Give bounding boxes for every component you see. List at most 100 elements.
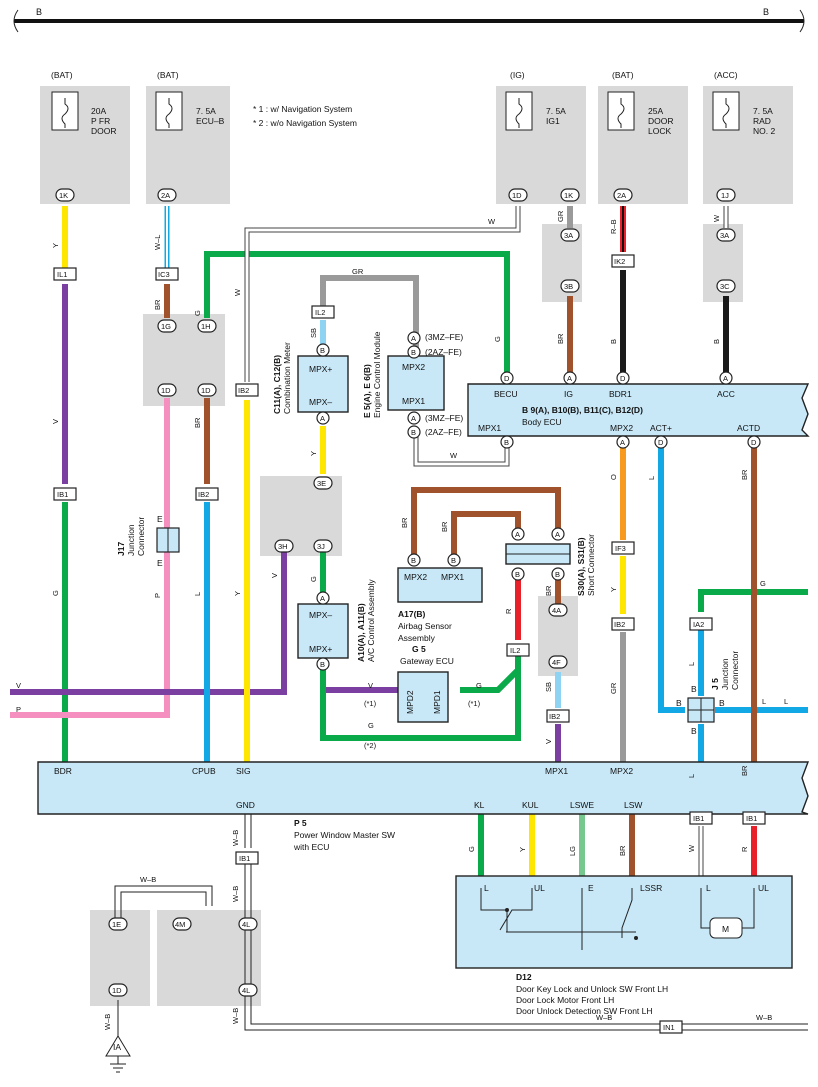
svg-text:G: G <box>493 336 502 342</box>
svg-text:MPX1: MPX1 <box>441 572 464 582</box>
bus-label-left: B <box>36 7 42 17</box>
svg-text:Y: Y <box>609 587 618 592</box>
svg-text:IC3: IC3 <box>158 270 170 279</box>
svg-text:BR: BR <box>400 517 409 528</box>
svg-text:D: D <box>658 438 664 447</box>
svg-text:B: B <box>411 556 416 565</box>
svg-text:A: A <box>411 414 416 423</box>
svg-text:W: W <box>712 214 721 222</box>
svg-text:Door Key Lock and Unlock SW Fr: Door Key Lock and Unlock SW Front LH <box>516 984 668 994</box>
svg-text:Connector: Connector <box>730 651 740 690</box>
legend-note-1: * 1 : w/ Navigation System <box>253 104 352 114</box>
svg-text:Combination Meter: Combination Meter <box>282 342 292 414</box>
svg-text:(2AZ–FE): (2AZ–FE) <box>425 347 462 357</box>
svg-text:KL: KL <box>474 800 485 810</box>
svg-text:P: P <box>153 593 162 598</box>
power-window-master-switch: BDR CPUB SIG MPX1 MPX2 KL KUL LSWE LSW G… <box>37 761 810 852</box>
svg-text:Body ECU: Body ECU <box>522 417 562 427</box>
svg-text:Y: Y <box>51 243 60 248</box>
svg-text:E: E <box>157 514 163 524</box>
svg-text:Power Window Master SW: Power Window Master SW <box>294 830 395 840</box>
svg-text:J 5: J 5 <box>710 678 720 690</box>
svg-text:IB1: IB1 <box>239 854 250 863</box>
svg-text:LSW: LSW <box>624 800 642 810</box>
svg-text:G: G <box>760 579 766 588</box>
svg-text:BR: BR <box>544 585 553 596</box>
svg-text:DOOR: DOOR <box>648 116 674 126</box>
svg-text:A: A <box>723 374 728 383</box>
svg-text:B: B <box>609 339 618 344</box>
svg-text:BDR: BDR <box>54 766 72 776</box>
svg-text:LOCK: LOCK <box>648 126 671 136</box>
svg-text:MPD1: MPD1 <box>432 690 442 714</box>
svg-text:P 5: P 5 <box>294 818 307 828</box>
svg-text:LSSR: LSSR <box>640 883 662 893</box>
svg-text:A: A <box>555 530 560 539</box>
top-bus-line: B B <box>13 7 805 33</box>
svg-text:(3MZ–FE): (3MZ–FE) <box>425 413 463 423</box>
svg-text:4L: 4L <box>242 920 250 929</box>
svg-text:3C: 3C <box>720 282 730 291</box>
svg-text:D: D <box>504 374 510 383</box>
svg-text:Gateway ECU: Gateway ECU <box>400 656 454 666</box>
svg-text:L: L <box>193 592 202 596</box>
svg-text:W–B: W–B <box>103 1014 112 1030</box>
fuse-rad-no2: (ACC) 7. 5A RAD NO. 2 <box>703 70 793 204</box>
svg-text:IB1: IB1 <box>693 814 704 823</box>
svg-text:SIG: SIG <box>236 766 251 776</box>
svg-text:A10(A), A11(B): A10(A), A11(B) <box>356 603 366 662</box>
svg-text:7. 5A: 7. 5A <box>196 106 216 116</box>
svg-text:B: B <box>555 570 560 579</box>
svg-text:GND: GND <box>236 800 255 810</box>
svg-text:BDR1: BDR1 <box>609 389 632 399</box>
ground-label: IA <box>113 1042 121 1052</box>
svg-text:BR: BR <box>740 765 749 776</box>
svg-text:A: A <box>567 374 572 383</box>
svg-text:ECU–B: ECU–B <box>196 116 225 126</box>
svg-text:A: A <box>620 438 625 447</box>
svg-text:L: L <box>484 883 489 893</box>
svg-text:Door Unlock Detection SW Fron: Door Unlock Detection SW Front LH <box>516 1006 653 1016</box>
svg-text:MPX2: MPX2 <box>404 572 427 582</box>
svg-text:S30(A), S31(B): S30(A), S31(B) <box>576 537 586 596</box>
svg-text:W–B: W–B <box>231 1008 240 1024</box>
svg-text:MPX2: MPX2 <box>610 423 633 433</box>
svg-text:IF3: IF3 <box>615 544 626 553</box>
svg-text:W–B: W–B <box>596 1013 612 1022</box>
svg-text:20A: 20A <box>91 106 106 116</box>
svg-text:L: L <box>784 697 788 706</box>
svg-text:A: A <box>320 594 325 603</box>
svg-text:BECU: BECU <box>494 389 518 399</box>
svg-text:RAD: RAD <box>753 116 771 126</box>
body-ecu: BECU IG BDR1 ACC B 9(A), B10(B), B11(C),… <box>467 383 810 437</box>
svg-text:Connector: Connector <box>136 517 146 556</box>
svg-text:(BAT): (BAT) <box>612 70 634 80</box>
svg-text:4A: 4A <box>552 606 561 615</box>
svg-text:B: B <box>411 428 416 437</box>
svg-text:1K: 1K <box>59 191 68 200</box>
svg-text:MPD2: MPD2 <box>405 690 415 714</box>
svg-text:MPX–: MPX– <box>309 610 332 620</box>
svg-text:1G: 1G <box>161 322 171 331</box>
svg-text:ACC: ACC <box>717 389 735 399</box>
ac-control-assembly: MPX– MPX+ A10(A), A11(B) A/C Control Ass… <box>297 579 376 662</box>
junction-connector-j5: B B B B J 5 Junction Connector <box>676 651 740 736</box>
svg-text:BR: BR <box>193 417 202 428</box>
svg-text:Engine Control Module: Engine Control Module <box>372 331 382 418</box>
svg-text:E 5(A), E 6(B): E 5(A), E 6(B) <box>362 364 372 418</box>
svg-text:B: B <box>712 339 721 344</box>
svg-text:GR: GR <box>556 210 565 222</box>
svg-text:Y: Y <box>233 591 242 596</box>
svg-text:(3MZ–FE): (3MZ–FE) <box>425 332 463 342</box>
svg-text:3A: 3A <box>720 231 729 240</box>
svg-text:L: L <box>762 697 766 706</box>
svg-text:BR: BR <box>440 521 449 532</box>
fuse-door-lock: (BAT) 25A DOOR LOCK <box>598 70 688 204</box>
svg-text:A/C Control Assembly: A/C Control Assembly <box>366 579 376 662</box>
svg-text:A: A <box>320 414 325 423</box>
legend-note-2: * 2 : w/o Navigation System <box>253 118 357 128</box>
svg-text:(*2): (*2) <box>364 741 377 750</box>
svg-text:MPX1: MPX1 <box>402 396 425 406</box>
svg-text:1E: 1E <box>112 920 121 929</box>
